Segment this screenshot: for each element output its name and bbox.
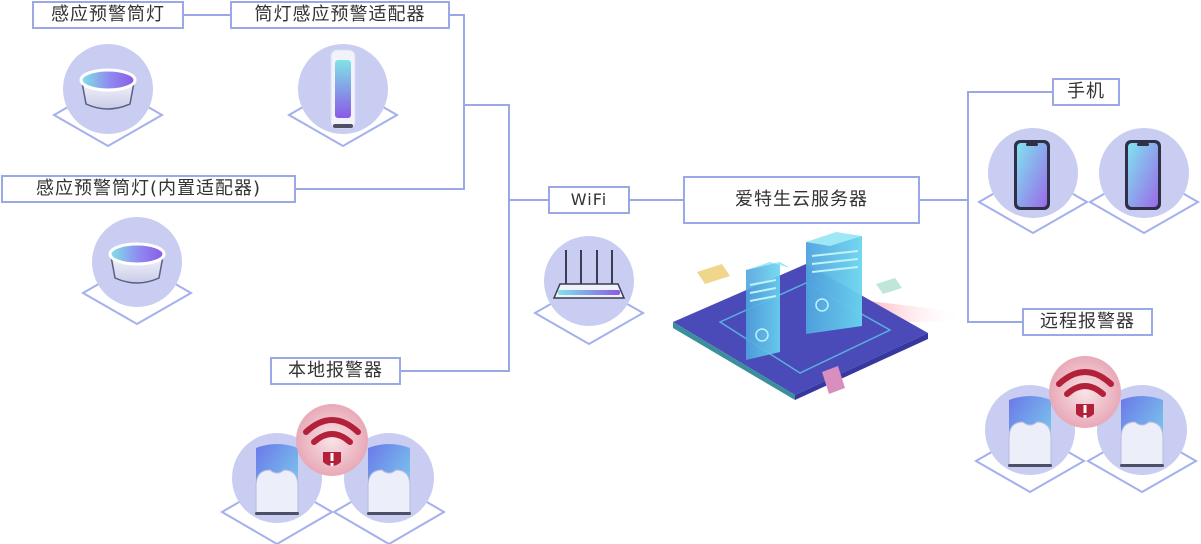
phone-node-2 xyxy=(1087,128,1201,235)
adapter-foot xyxy=(333,124,353,128)
cloud-server-node xyxy=(673,232,962,400)
downlight-lens xyxy=(108,242,166,266)
router-antenna xyxy=(565,250,613,286)
downlight-lens xyxy=(79,68,137,92)
alarm-device-left xyxy=(1008,396,1052,467)
wifi-router-node xyxy=(532,236,646,346)
data-cube-yellow xyxy=(697,264,730,284)
remote-alarm-node xyxy=(973,356,1199,494)
server-tower-right xyxy=(806,232,862,334)
server-tower-left xyxy=(746,262,790,360)
router-light-strip xyxy=(558,290,620,295)
line-left-bus xyxy=(401,104,510,372)
label-cloud-server: 爱特生云服务器 xyxy=(683,176,920,224)
label-wifi: WiFi xyxy=(548,186,630,214)
label-downlight-adapter: 筒灯感应预警适配器 xyxy=(230,1,450,29)
label-downlight-builtin-adapter: 感应预警筒灯(内置适配器) xyxy=(1,175,296,203)
label-remote-alarm: 远程报警器 xyxy=(1022,308,1153,336)
phone-screen xyxy=(1128,143,1158,207)
downlight-builtin-node xyxy=(80,217,194,326)
connection-lines xyxy=(184,14,1052,372)
adapter-light-bar xyxy=(335,60,351,118)
alarm-device-left xyxy=(255,444,299,515)
phone-node-1 xyxy=(976,128,1090,235)
line-adapter-down xyxy=(296,14,465,190)
phone-notch xyxy=(1026,143,1038,146)
phone-notch xyxy=(1137,143,1149,146)
server-platform-side xyxy=(673,322,795,400)
node-circle xyxy=(544,236,634,326)
data-cube-pink xyxy=(822,366,845,394)
alarm-device-right xyxy=(367,444,411,515)
line-right-bus xyxy=(967,91,1052,323)
data-cube-mint xyxy=(876,278,902,294)
downlight-node xyxy=(51,44,165,148)
phone-screen xyxy=(1017,143,1047,207)
alarm-signal-icon xyxy=(296,404,368,476)
alarm-device-right xyxy=(1120,396,1164,467)
server-platform xyxy=(673,264,928,395)
local-alarm-node xyxy=(220,404,446,544)
label-local-alarm: 本地报警器 xyxy=(270,357,401,385)
label-phone: 手机 xyxy=(1052,78,1120,106)
label-induction-downlight: 感应预警筒灯 xyxy=(32,1,184,29)
alarm-signal-icon xyxy=(1049,356,1121,428)
adapter-node xyxy=(286,44,400,148)
